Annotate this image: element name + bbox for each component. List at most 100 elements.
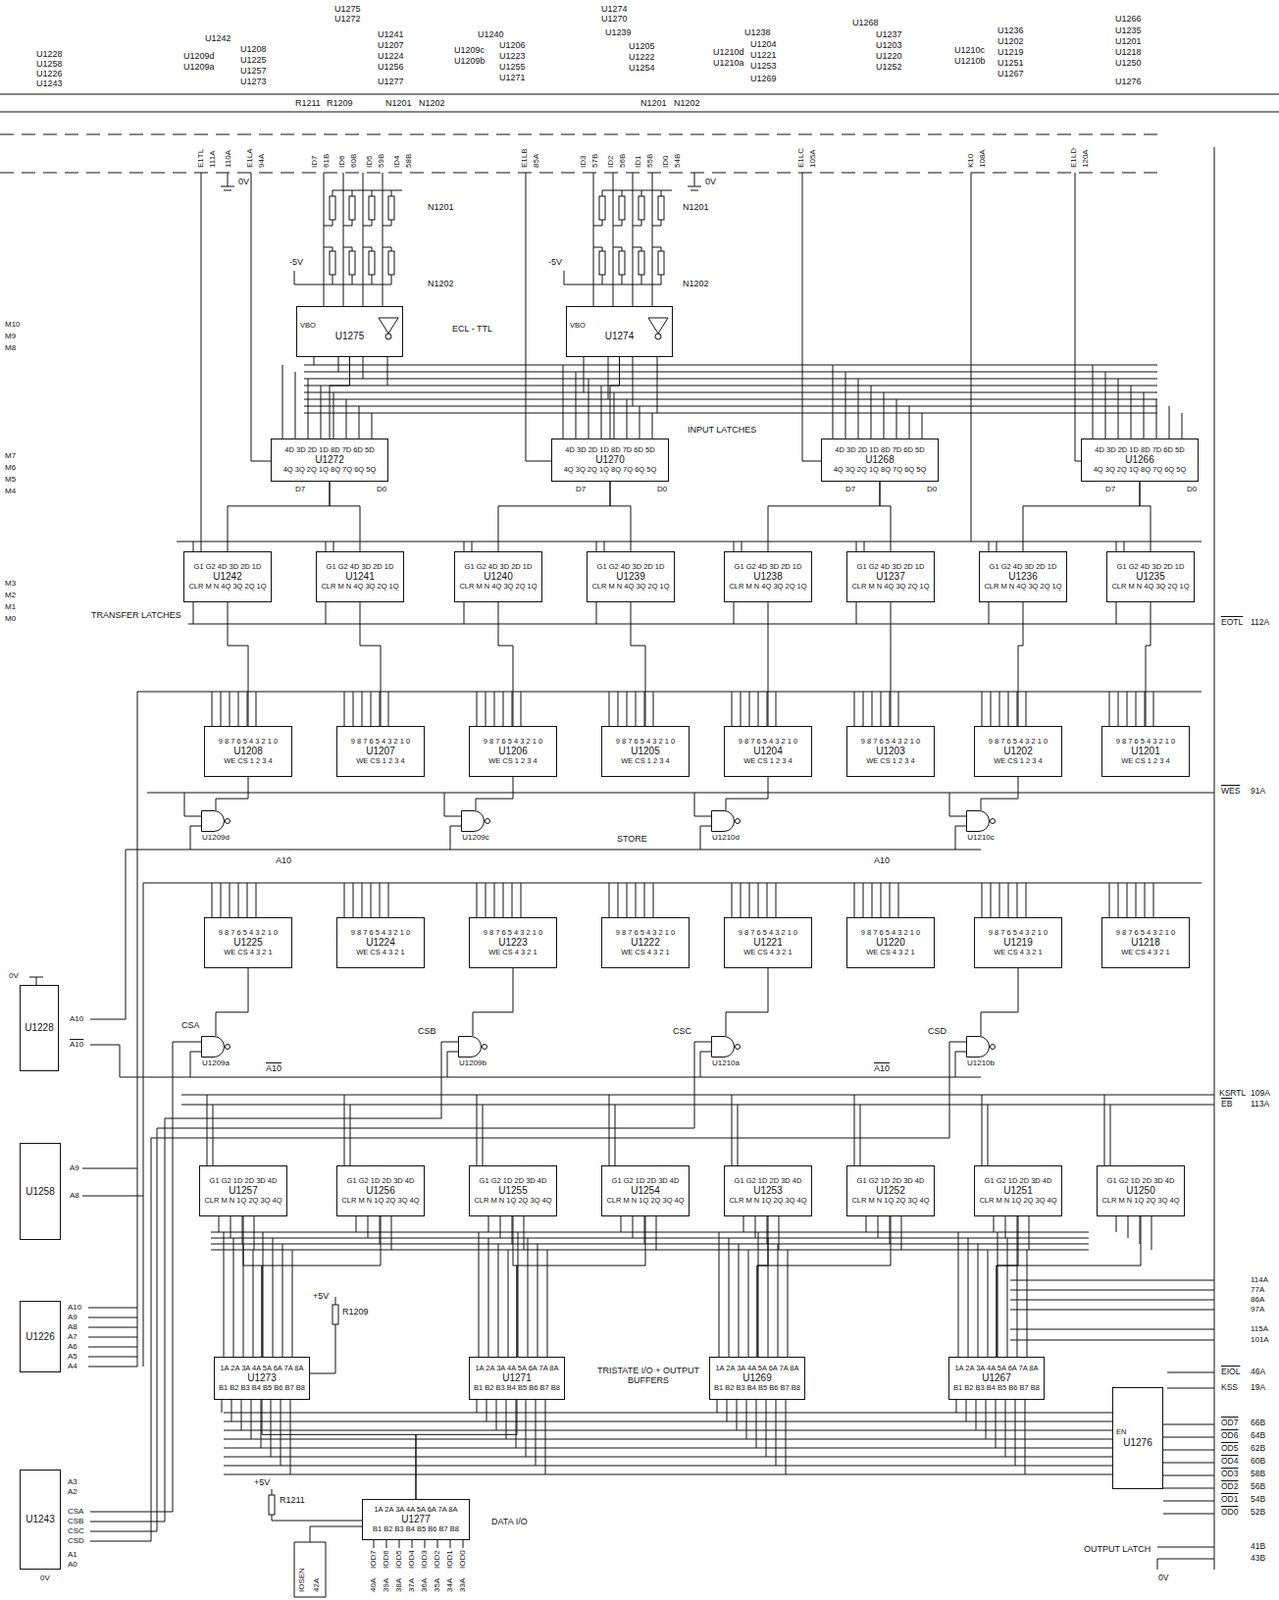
- resistor-symbol: [329, 251, 336, 275]
- signal-label: OD3: [1220, 1469, 1239, 1480]
- wire: [358, 406, 360, 439]
- wire: [233, 1237, 235, 1357]
- wire: [361, 882, 363, 918]
- ic-chip: G1 G2 4D 3D 2D 1DU1241CLR M N 4Q 3Q 2Q 1…: [315, 551, 405, 603]
- chip-label: U1266: [1125, 454, 1154, 466]
- signal-label: A6: [66, 1341, 79, 1351]
- signal-label: 77A: [1249, 1284, 1266, 1294]
- signal-label: A8: [66, 1322, 79, 1331]
- wire: [471, 541, 473, 552]
- wire: [1163, 1500, 1215, 1502]
- wire: [652, 219, 662, 226]
- chip-label: U1209b: [459, 1058, 487, 1068]
- signal-label: A10: [872, 855, 891, 866]
- pin-label: IOD0: [458, 1548, 467, 1570]
- wire: [424, 1539, 426, 1548]
- wire: [1010, 1289, 1215, 1291]
- wire: [1105, 371, 1107, 439]
- chip-label: U1208: [233, 745, 262, 758]
- wire: [511, 882, 513, 918]
- chip-label: 9 8 7 6 5 4 3 2 1 0: [988, 928, 1048, 938]
- signal-label: OD4: [1220, 1456, 1239, 1467]
- ground-symbol: [687, 186, 702, 188]
- wire: [320, 385, 322, 439]
- wire: [726, 1399, 728, 1422]
- wire-connector: [1139, 481, 1151, 552]
- chip-label: CLR M N 1Q 2Q 3Q 4Q: [728, 1196, 807, 1206]
- wire: [990, 691, 992, 726]
- wire: [1116, 602, 1118, 624]
- wire: [1157, 1558, 1215, 1560]
- chip-label: G1 G2 1D 2D 3D 4D: [612, 1176, 680, 1186]
- signal-label: A10: [68, 1014, 85, 1024]
- wire-connector: [243, 1216, 262, 1357]
- wire: [486, 1399, 488, 1422]
- wire-connector: [996, 1216, 1019, 1357]
- pin-label: IOD3: [419, 1548, 429, 1570]
- wire: [295, 371, 297, 439]
- pin-label: 59B: [376, 153, 386, 169]
- wire: [344, 882, 346, 918]
- chip-label: G1 G2 1D 2D 3D 4D: [734, 1176, 803, 1186]
- signal-label: U1237: [874, 29, 904, 40]
- wire-connector: [767, 481, 880, 552]
- wire: [379, 1216, 381, 1244]
- chip-label: 9 8 7 6 5 4 3 2 1 0: [738, 737, 798, 747]
- wire: [871, 691, 873, 726]
- nand-symbol: [967, 811, 990, 832]
- wire: [1126, 882, 1128, 918]
- wire: [621, 190, 623, 197]
- wire: [463, 602, 465, 624]
- wire-connector: [1018, 602, 1024, 726]
- wire-connector: [329, 357, 351, 439]
- signal-label: U1219: [996, 47, 1025, 57]
- signal-label: 52B: [1249, 1507, 1267, 1518]
- wire: [515, 1399, 517, 1448]
- signal-label: R1209: [341, 1306, 370, 1317]
- wire: [602, 190, 672, 192]
- wire: [749, 882, 751, 918]
- chip-label: 4D 3D 2D 1D 8D 7D 6D 5D: [564, 446, 655, 456]
- chip-label: B1 B2 B3 B4 B5 B6 B7 B8: [473, 1383, 561, 1393]
- data-bus: [223, 1456, 1113, 1458]
- wire: [229, 691, 231, 726]
- ic-chip: U1226: [19, 1300, 61, 1373]
- wire: [921, 412, 923, 439]
- pin-label: 40A: [368, 1577, 378, 1593]
- wire: [652, 412, 654, 439]
- wire: [382, 247, 392, 252]
- chip-label: B1 B2 B3 B4 B5 B6 B7 B8: [953, 1383, 1040, 1393]
- ic-chip: G1 G2 4D 3D 2D 1DU1235CLR M N 4Q 3Q 2Q 1…: [1106, 551, 1195, 603]
- wire-connector: [757, 1216, 891, 1357]
- pin-label: K10: [966, 153, 975, 169]
- pin-label: 38A: [394, 1577, 404, 1593]
- wire: [332, 190, 403, 192]
- chip-label: U1209d: [202, 832, 230, 842]
- wire: [740, 882, 742, 918]
- signal-label: 41B: [1249, 1541, 1267, 1552]
- chip-label: G1 G2 4D 3D 2D 1D: [597, 562, 666, 572]
- ic-chip: VBOU1274: [565, 306, 673, 358]
- wire: [641, 274, 643, 285]
- signal-label: U1268: [851, 17, 880, 28]
- wire: [1092, 364, 1094, 439]
- signal-label: +5V: [253, 1477, 271, 1487]
- wire-connector: [610, 357, 620, 439]
- resistor-symbol: [329, 196, 336, 220]
- wire: [1015, 1399, 1017, 1466]
- chip-label: CLR M N 4Q 3Q 2Q 1Q: [851, 582, 929, 592]
- wire: [82, 1195, 144, 1197]
- wire: [254, 1216, 256, 1250]
- wire: [1153, 882, 1155, 918]
- wire: [370, 691, 372, 726]
- wire: [756, 1399, 758, 1448]
- wire: [223, 1231, 225, 1357]
- wire: [1010, 1309, 1215, 1311]
- chip-label: U1220: [875, 936, 905, 949]
- wire: [775, 882, 777, 918]
- signal-label: 86A: [1249, 1294, 1266, 1304]
- ic-chip: G1 G2 1D 2D 3D 4DU1253CLR M N 1Q 2Q 3Q 4…: [723, 1165, 813, 1217]
- chip-label: U1271: [502, 1372, 531, 1384]
- ic-chip: 9 8 7 6 5 4 3 2 1 0U1224WE CS 4 3 2 1: [336, 917, 425, 969]
- wire: [563, 270, 662, 285]
